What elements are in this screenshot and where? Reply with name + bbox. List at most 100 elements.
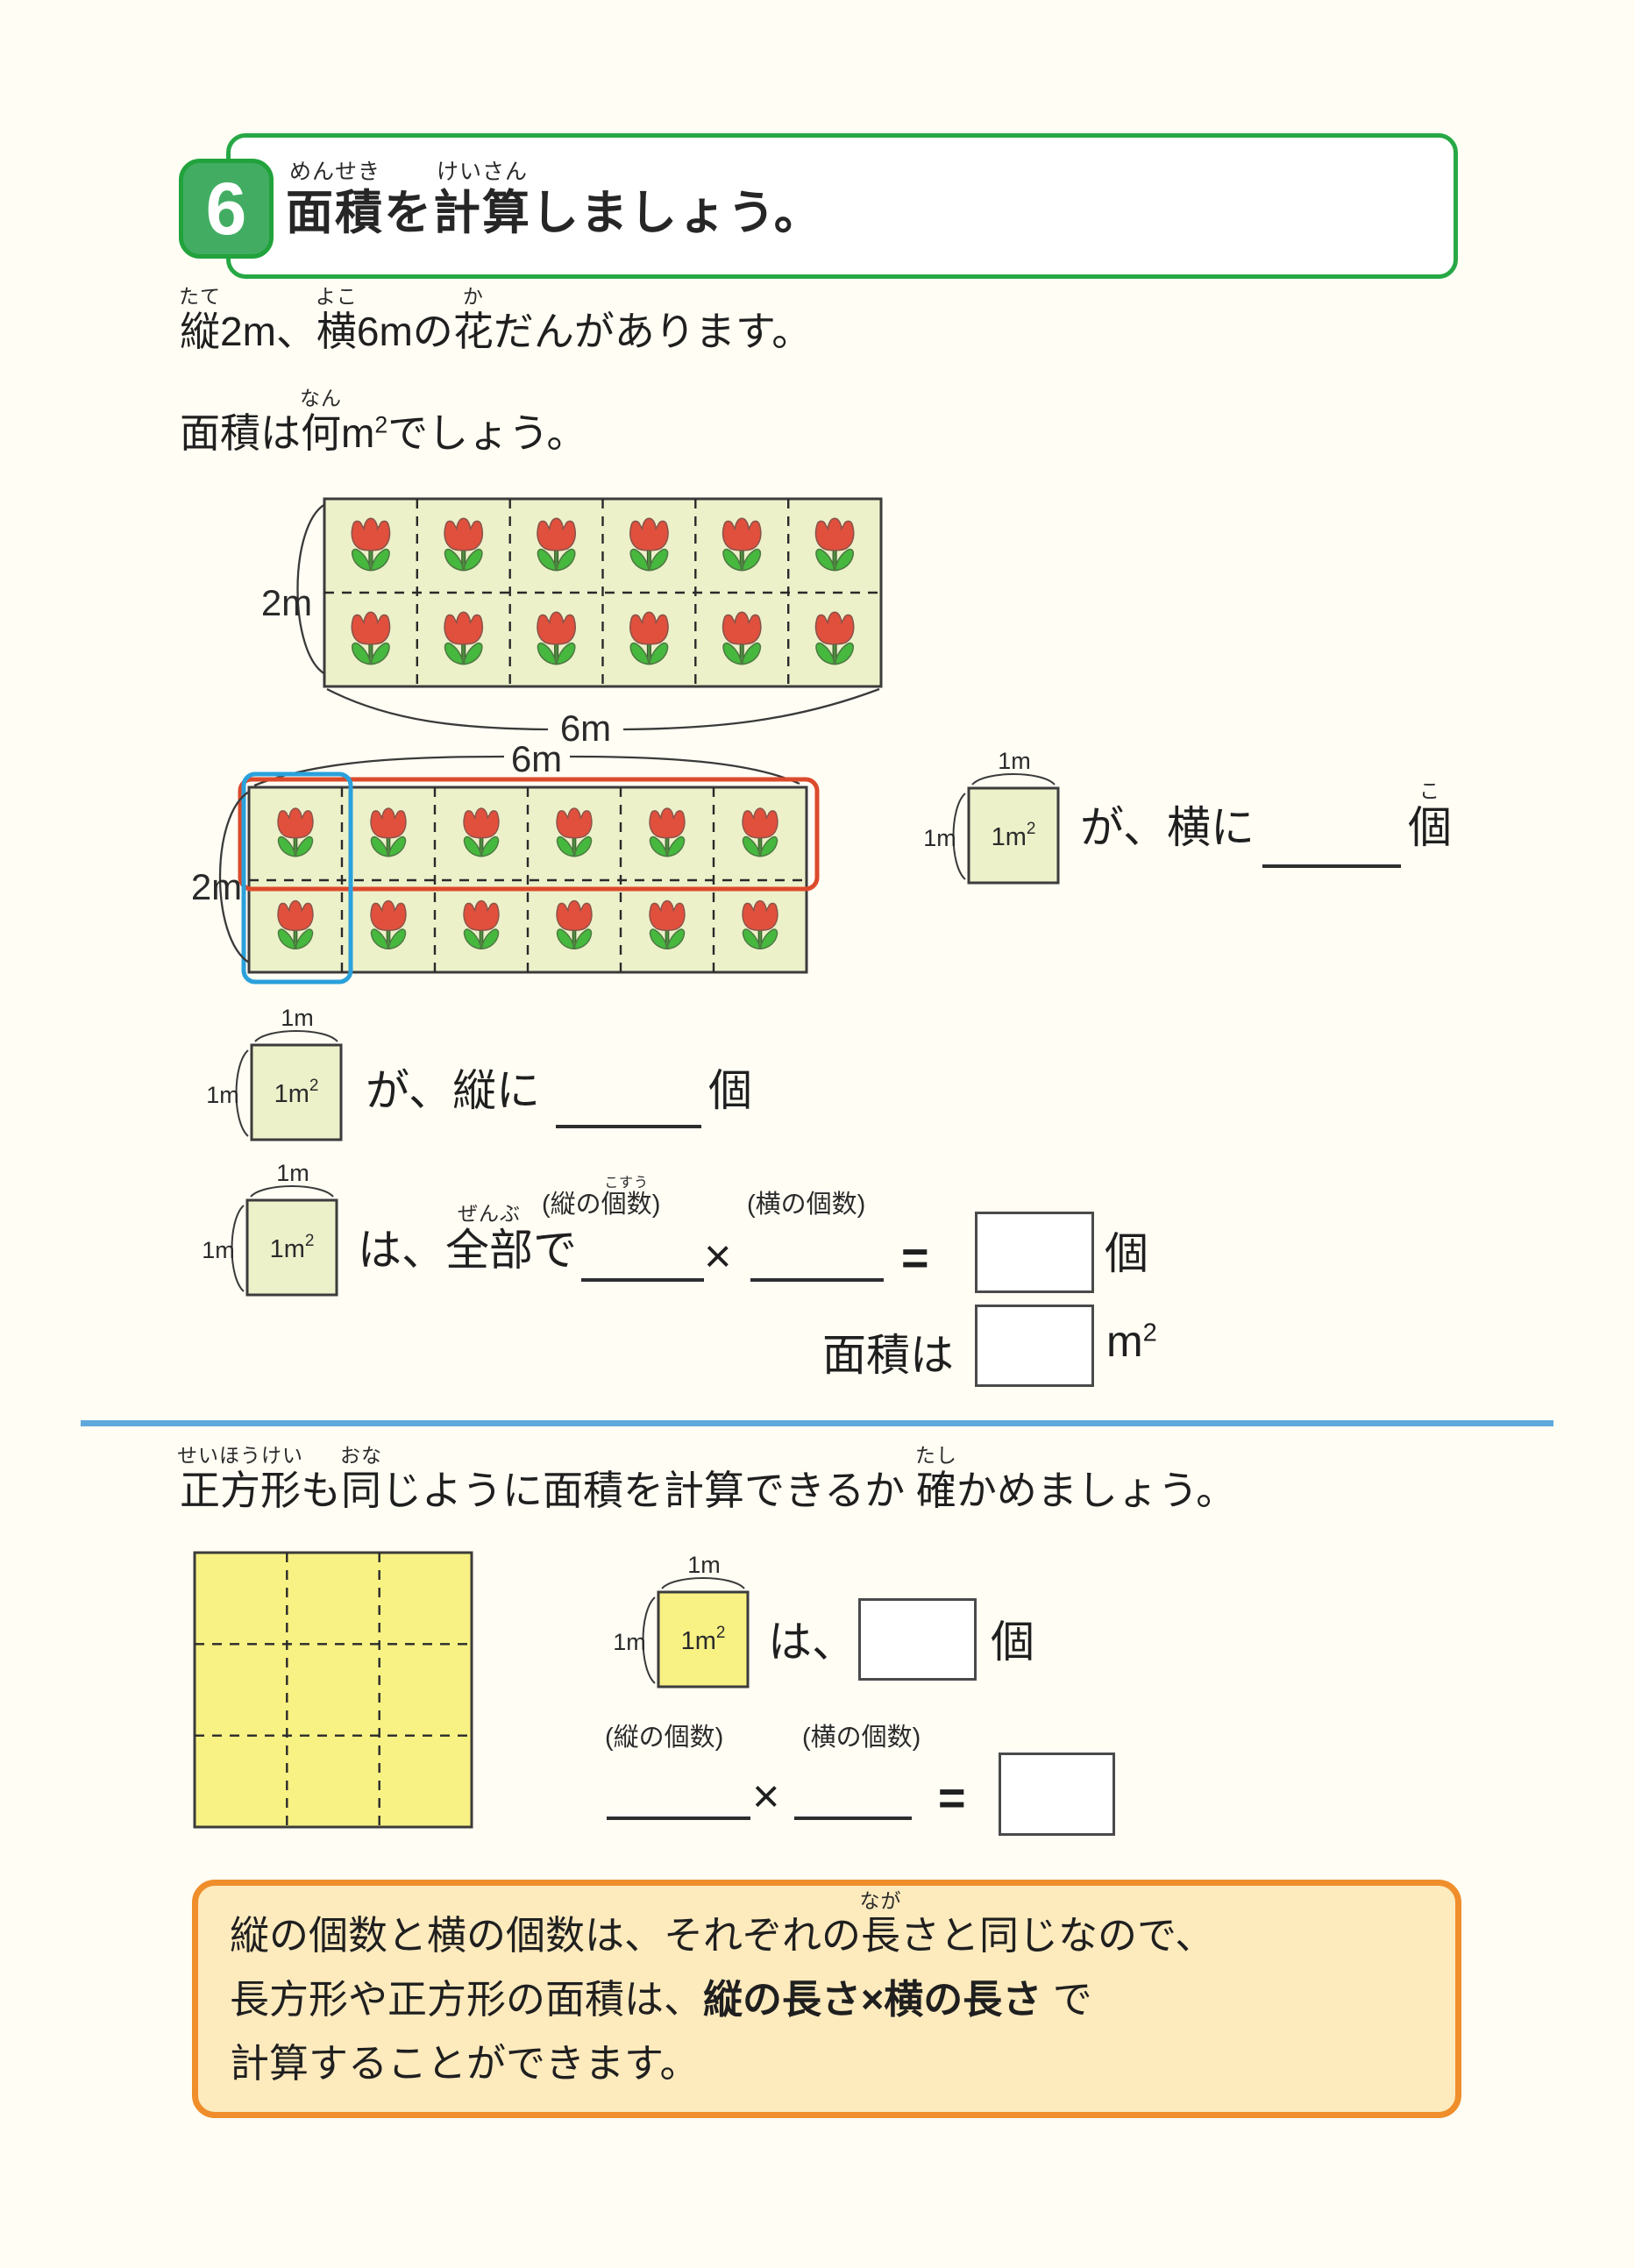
tulip-icon <box>351 611 391 665</box>
tulip-icon <box>722 517 762 572</box>
unit-square <box>967 786 1060 885</box>
problem-number: 6 <box>205 167 247 250</box>
label-tate-count-2: (縦の個数) <box>605 1724 724 1752</box>
fillin-total-blank1[interactable] <box>581 1227 704 1282</box>
tulip-icon <box>444 517 484 572</box>
section-divider <box>81 1420 1553 1426</box>
tulip-icon <box>814 517 855 572</box>
section2-heading: 正方形せいほうけいも同おなじように面積を計算できるか 確たしかめましょう。 <box>177 1444 1237 1513</box>
flowerbed1-width-label: 6m <box>560 707 611 749</box>
flowerbed1-height-brace <box>296 503 326 675</box>
tulip-icon <box>814 611 855 665</box>
tulip-icon <box>556 899 593 949</box>
tulip-icon <box>537 611 577 665</box>
unit-top-brace <box>971 773 1056 786</box>
unit-side-brace <box>235 1049 249 1137</box>
square-row-lead: は、 <box>768 1617 856 1667</box>
unit-square-widget-tate: 1m 1m 1m2 <box>206 1005 343 1141</box>
unit-side-brace <box>952 793 966 880</box>
tulip-icon <box>277 899 314 949</box>
unit-top-brace <box>250 1185 334 1198</box>
flowerbed1-grid-lines <box>324 499 881 686</box>
flowerbed-diagram-1: 2m 6m <box>261 497 883 749</box>
unit-square <box>250 1043 343 1141</box>
problem-number-badge: 6 <box>179 159 274 259</box>
fillin-total-blank2[interactable] <box>750 1227 884 1282</box>
flowerbed-diagram-2: 6m 2m <box>191 738 820 985</box>
label-yoko-count-2: (横の個数) <box>802 1724 921 1752</box>
row-highlight-rect <box>238 777 820 892</box>
tulip-icon <box>463 899 500 949</box>
fillin-tate-blank[interactable] <box>556 1074 701 1128</box>
flowerbed1-width-brace-left <box>326 687 549 731</box>
note-line2: 長方形や正方形の面積は、縦の長さ×横の長さ で <box>230 1977 1092 2022</box>
label-yoko-count: (横の個数) <box>747 1191 866 1219</box>
square-area <box>193 1551 473 1829</box>
fillin-tate-lead: が、縦に <box>366 1066 540 1115</box>
unit-area-label: 1m2 <box>270 1232 315 1263</box>
tulip-icon <box>649 807 686 857</box>
unit-top-label: 1m <box>998 748 1031 774</box>
unit-side-label: 1m <box>613 1629 646 1655</box>
tulip-icon <box>444 611 484 665</box>
answer-box-area[interactable] <box>975 1305 1094 1387</box>
page-title: 面積めんせきを計算けいさんしましょう。 <box>286 160 823 239</box>
unit-square <box>245 1198 338 1297</box>
multiply-sign-2: × <box>752 1770 780 1823</box>
unit-side-label: 1m <box>206 1082 239 1108</box>
flowerbed2-height-label: 2m <box>191 866 242 907</box>
unit-side-brace <box>642 1596 656 1684</box>
unit-area-label: 1m2 <box>274 1077 319 1108</box>
flowerbed2-width-label: 6m <box>511 738 562 779</box>
tulip-icon <box>629 611 669 665</box>
tulip-icon <box>370 807 407 857</box>
answer-box-total-count[interactable] <box>975 1212 1094 1293</box>
note-line1: 縦の個数と横の個数は、それぞれの長ながさと同じなので、 <box>230 1889 1215 1958</box>
multiply-sign: × <box>704 1230 732 1283</box>
square-row-counter: 個 <box>991 1617 1034 1667</box>
answer-box-square-result[interactable] <box>999 1753 1115 1836</box>
column-highlight-rect <box>241 771 353 985</box>
tulip-icon <box>722 611 762 665</box>
unit-square-widget-total: 1m 1m 1m2 <box>202 1160 338 1297</box>
unit-square-widget-yoko: 1m 1m 1m2 <box>923 748 1060 885</box>
tulip-icon <box>742 807 778 857</box>
fillin-yoko-blank[interactable] <box>1262 815 1401 868</box>
flowerbed1-height-label: 2m <box>261 582 312 623</box>
fillin-total-lead: は、全部ぜんぶで <box>358 1202 577 1275</box>
fillin-total-counter: 個 <box>1105 1229 1148 1278</box>
equals-sign: = <box>901 1232 929 1284</box>
tulip-icon <box>463 807 500 857</box>
tulip-icon <box>556 807 593 857</box>
area-unit: m2 <box>1106 1317 1157 1366</box>
header-frame <box>226 133 1458 279</box>
unit-top-brace <box>254 1030 338 1042</box>
tulip-icon <box>537 517 577 572</box>
unit-square-widget-yellow: 1m 1m 1m2 <box>613 1552 750 1689</box>
fillin-yoko-counter: 個こ <box>1408 779 1452 852</box>
fillin-yoko-lead: が、横に <box>1080 803 1255 852</box>
answer-box-square-count[interactable] <box>858 1598 977 1681</box>
square-diagram <box>193 1551 473 1829</box>
equals-sign-2: = <box>938 1772 966 1824</box>
unit-top-label: 1m <box>276 1160 309 1186</box>
unit-area-label: 1m2 <box>681 1624 726 1655</box>
tulip-icon <box>742 899 778 949</box>
unit-square <box>657 1590 750 1689</box>
fillin-square-blank1[interactable] <box>607 1764 750 1820</box>
area-result-lead: 面積は <box>822 1331 954 1380</box>
flowerbed2-width-brace-left <box>253 755 505 787</box>
fillin-square-blank2[interactable] <box>794 1764 912 1820</box>
fillin-tate-counter: 個 <box>708 1066 752 1115</box>
flowerbed2-width-brace-right <box>569 755 800 786</box>
unit-top-label: 1m <box>687 1552 721 1578</box>
flowerbed1-width-brace-right <box>622 687 880 731</box>
tulip-icon <box>629 517 669 572</box>
note-line3: 計算することができます。 <box>230 2041 700 2086</box>
flowerbed2-height-brace <box>218 791 250 963</box>
unit-side-brace <box>231 1205 245 1292</box>
label-tate-count: (縦の個数こすう) <box>542 1176 661 1219</box>
